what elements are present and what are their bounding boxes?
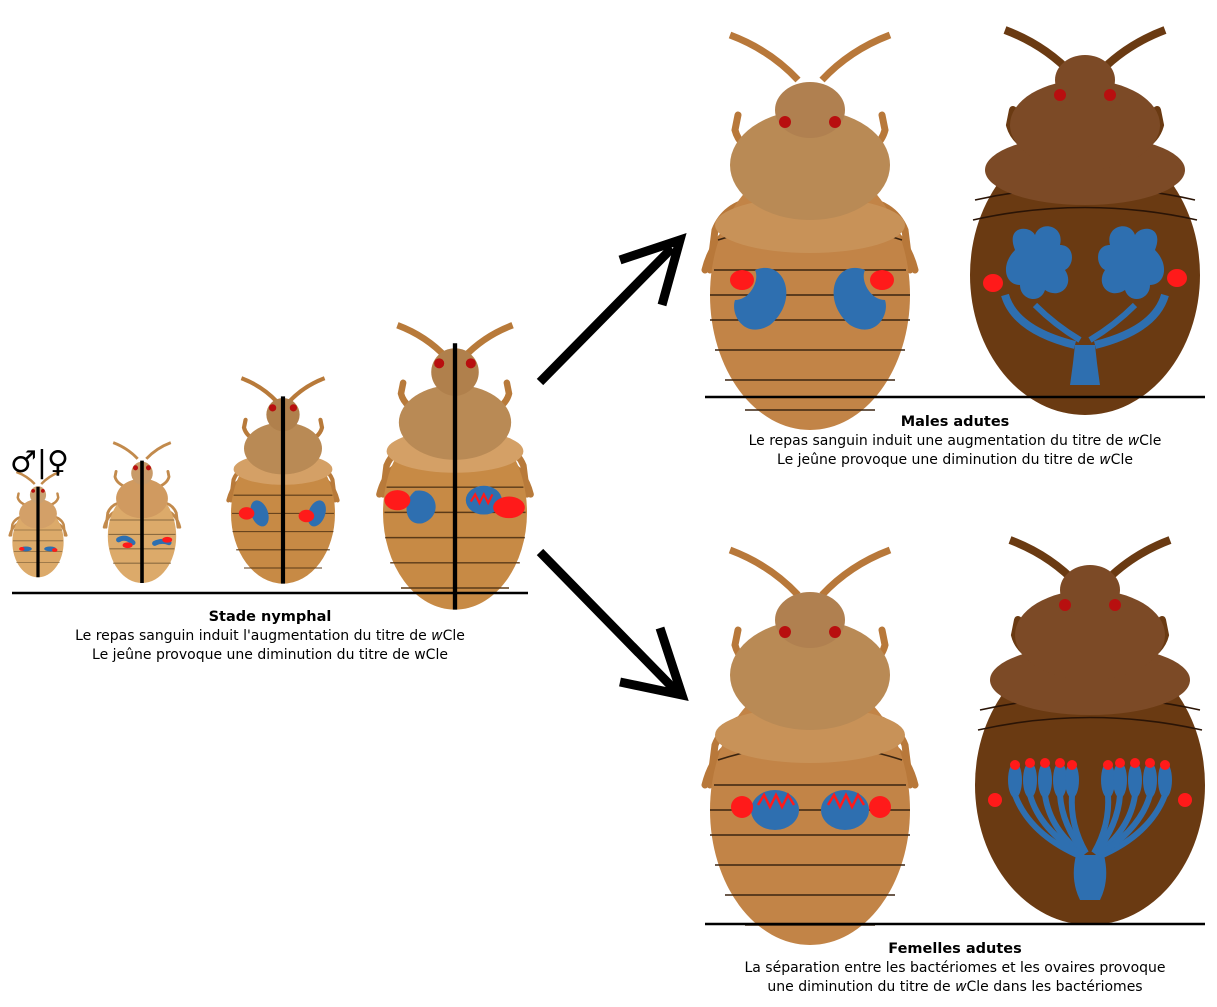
arrow-to-females: [540, 552, 682, 695]
females-title: Femelles adutes: [705, 940, 1205, 959]
females-line-2: une diminution du titre de wCle dans les…: [705, 978, 1205, 997]
arrow-to-males: [540, 240, 680, 382]
male-adult-fed: [705, 35, 915, 430]
males-caption: Males adutes Le repas sanguin induit une…: [705, 413, 1205, 470]
nymph-stage-2: [104, 443, 180, 583]
males-title: Males adutes: [705, 413, 1205, 432]
nymph-stage-4: [379, 325, 530, 609]
male-adult-unfed: [970, 30, 1200, 415]
nymph-stage-3: [228, 378, 337, 583]
males-line-1: Le repas sanguin induit une augmentation…: [705, 432, 1205, 451]
females-caption: Femelles adutes La séparation entre les …: [705, 940, 1205, 997]
nymphal-caption: Stade nymphal Le repas sanguin induit l'…: [12, 608, 528, 665]
nymphal-line-2: Le jeûne provoque une diminution du titr…: [12, 646, 528, 665]
nymphal-title: Stade nymphal: [12, 608, 528, 627]
sex-symbol: ♂|♀: [10, 448, 69, 478]
females-line-1: La séparation entre les bactériomes et l…: [705, 959, 1205, 978]
nymphal-line-1: Le repas sanguin induit l'augmentation d…: [12, 627, 528, 646]
female-adult-unfed: [975, 540, 1205, 925]
males-line-2: Le jeûne provoque une diminution du titr…: [705, 451, 1205, 470]
nymph-stage-1: [10, 472, 67, 577]
female-adult-fed: [705, 550, 915, 945]
